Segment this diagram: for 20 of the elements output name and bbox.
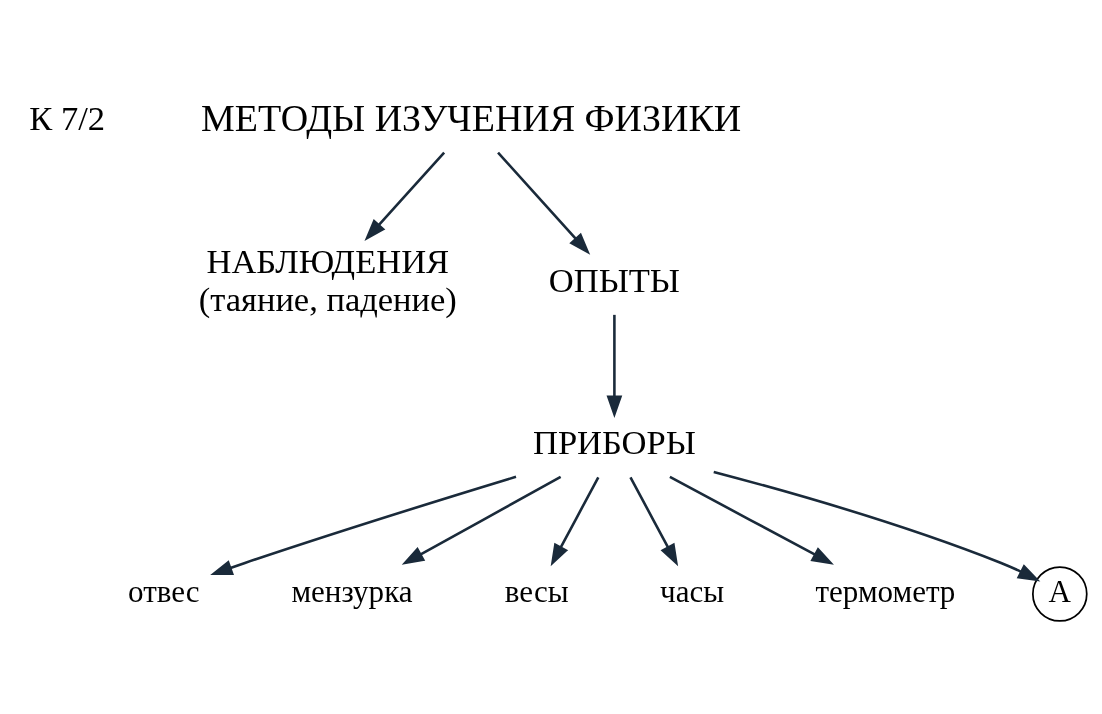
arrow xyxy=(364,151,446,241)
node-text: мензурка xyxy=(291,573,413,609)
node-text: ПРИБОРЫ xyxy=(532,422,696,461)
arrow xyxy=(669,475,834,565)
arrow xyxy=(210,475,517,575)
arrow xyxy=(606,314,623,418)
node-text: отвес xyxy=(128,573,200,609)
arrow xyxy=(497,151,591,255)
arrow xyxy=(629,476,679,566)
node-text: термометр xyxy=(815,573,956,609)
node-text: весы xyxy=(504,573,569,609)
node-circle: A xyxy=(1032,565,1088,622)
arrow xyxy=(713,470,1041,581)
node-text: МЕТОДЫ ИЗУЧЕНИЯ ФИЗИКИ xyxy=(201,96,742,139)
label: К 7/2 xyxy=(29,98,105,137)
node-text: ОПЫТЫ xyxy=(548,260,680,299)
node-text: часы xyxy=(660,573,725,609)
node-text: НАБЛЮДЕНИЯ (таяние, падение) xyxy=(198,241,457,318)
arrow xyxy=(401,475,562,565)
arrow xyxy=(550,476,600,566)
